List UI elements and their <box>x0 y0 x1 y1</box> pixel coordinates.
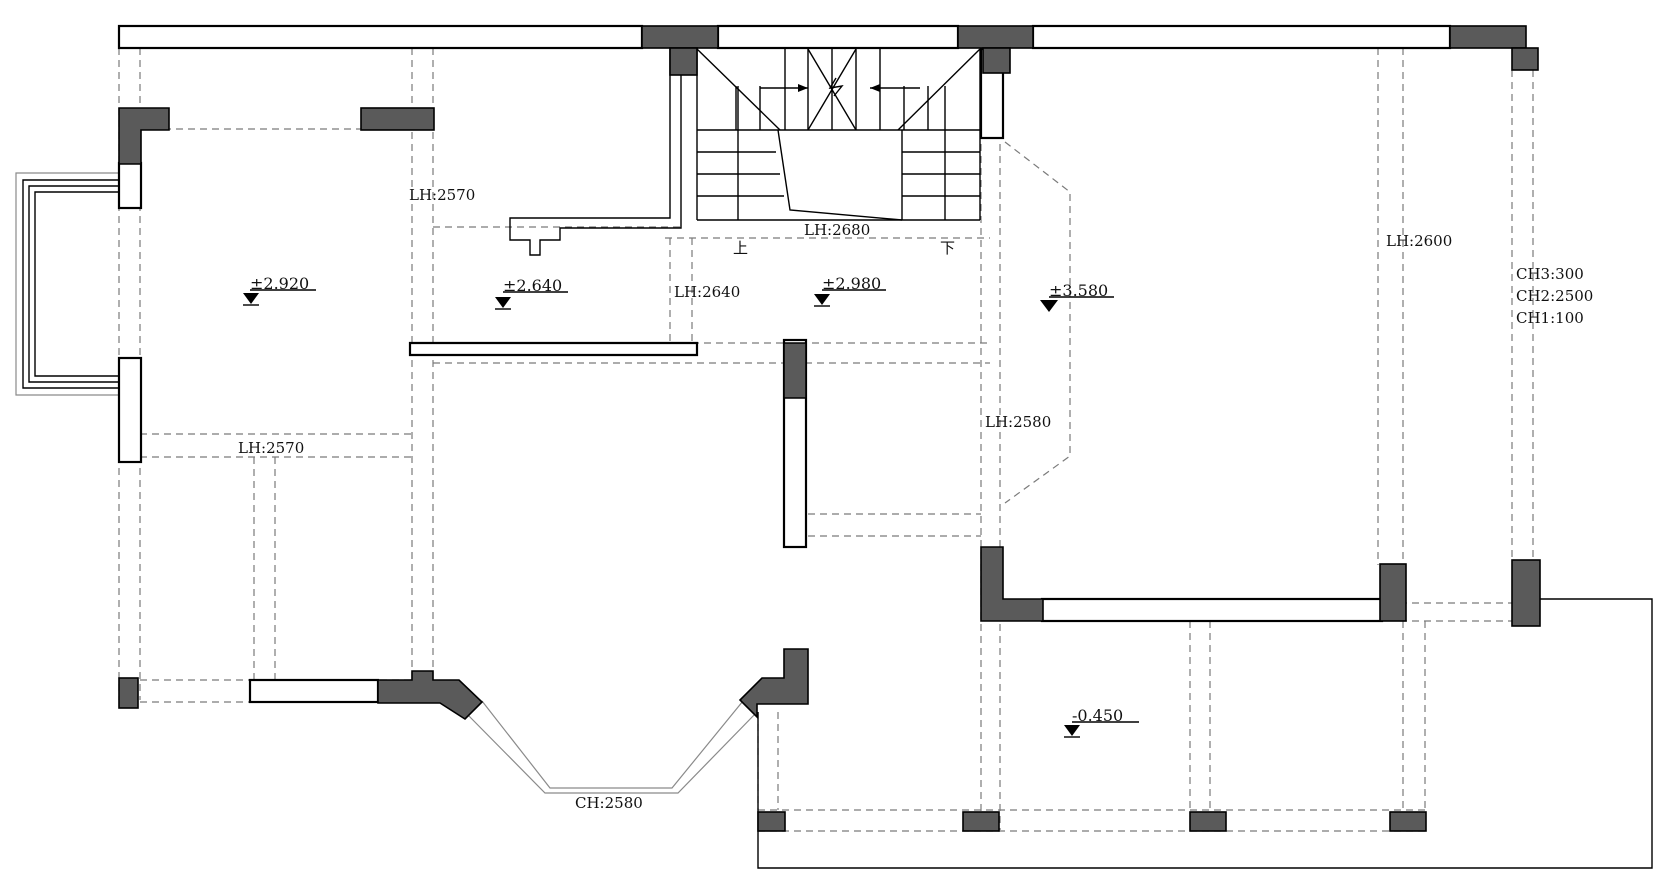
level-marker-icon <box>1064 725 1080 736</box>
height-label: LH:2570 <box>238 439 304 457</box>
stair-down-label: 下 <box>940 239 955 257</box>
stair-up-label: 上 <box>733 239 748 257</box>
ceiling-note: CH1:100 <box>1516 309 1584 327</box>
ceiling-height-label: CH:2580 <box>575 794 643 812</box>
level-label-2920: ±2.920 <box>250 274 309 293</box>
level-label-2980: ±2.980 <box>822 274 881 293</box>
level-label-2640: ±2.640 <box>503 276 562 295</box>
staircase <box>509 48 981 256</box>
labels: ±2.920 ±2.640 ±2.980 ±3.580 -0.450 LH:25… <box>238 186 1593 812</box>
height-label: LH:2600 <box>1386 232 1452 250</box>
level-label-3580: ±3.580 <box>1049 281 1108 300</box>
ceiling-note: CH3:300 <box>1516 265 1584 283</box>
height-label: LH:2640 <box>674 283 740 301</box>
level-marker-icon <box>495 297 511 308</box>
level-marker-icon <box>814 294 830 305</box>
structural-columns <box>118 25 1541 832</box>
ceiling-note: CH2:2500 <box>1516 287 1593 305</box>
level-markers <box>243 289 1139 738</box>
height-label: LH:2570 <box>409 186 475 204</box>
level-label-neg0450: -0.450 <box>1072 706 1123 725</box>
ceiling-dashed-lines <box>118 48 1534 832</box>
level-marker-icon <box>1040 300 1058 312</box>
level-marker-icon <box>243 293 259 304</box>
height-label: LH:2680 <box>804 221 870 239</box>
height-label: LH:2580 <box>985 413 1051 431</box>
